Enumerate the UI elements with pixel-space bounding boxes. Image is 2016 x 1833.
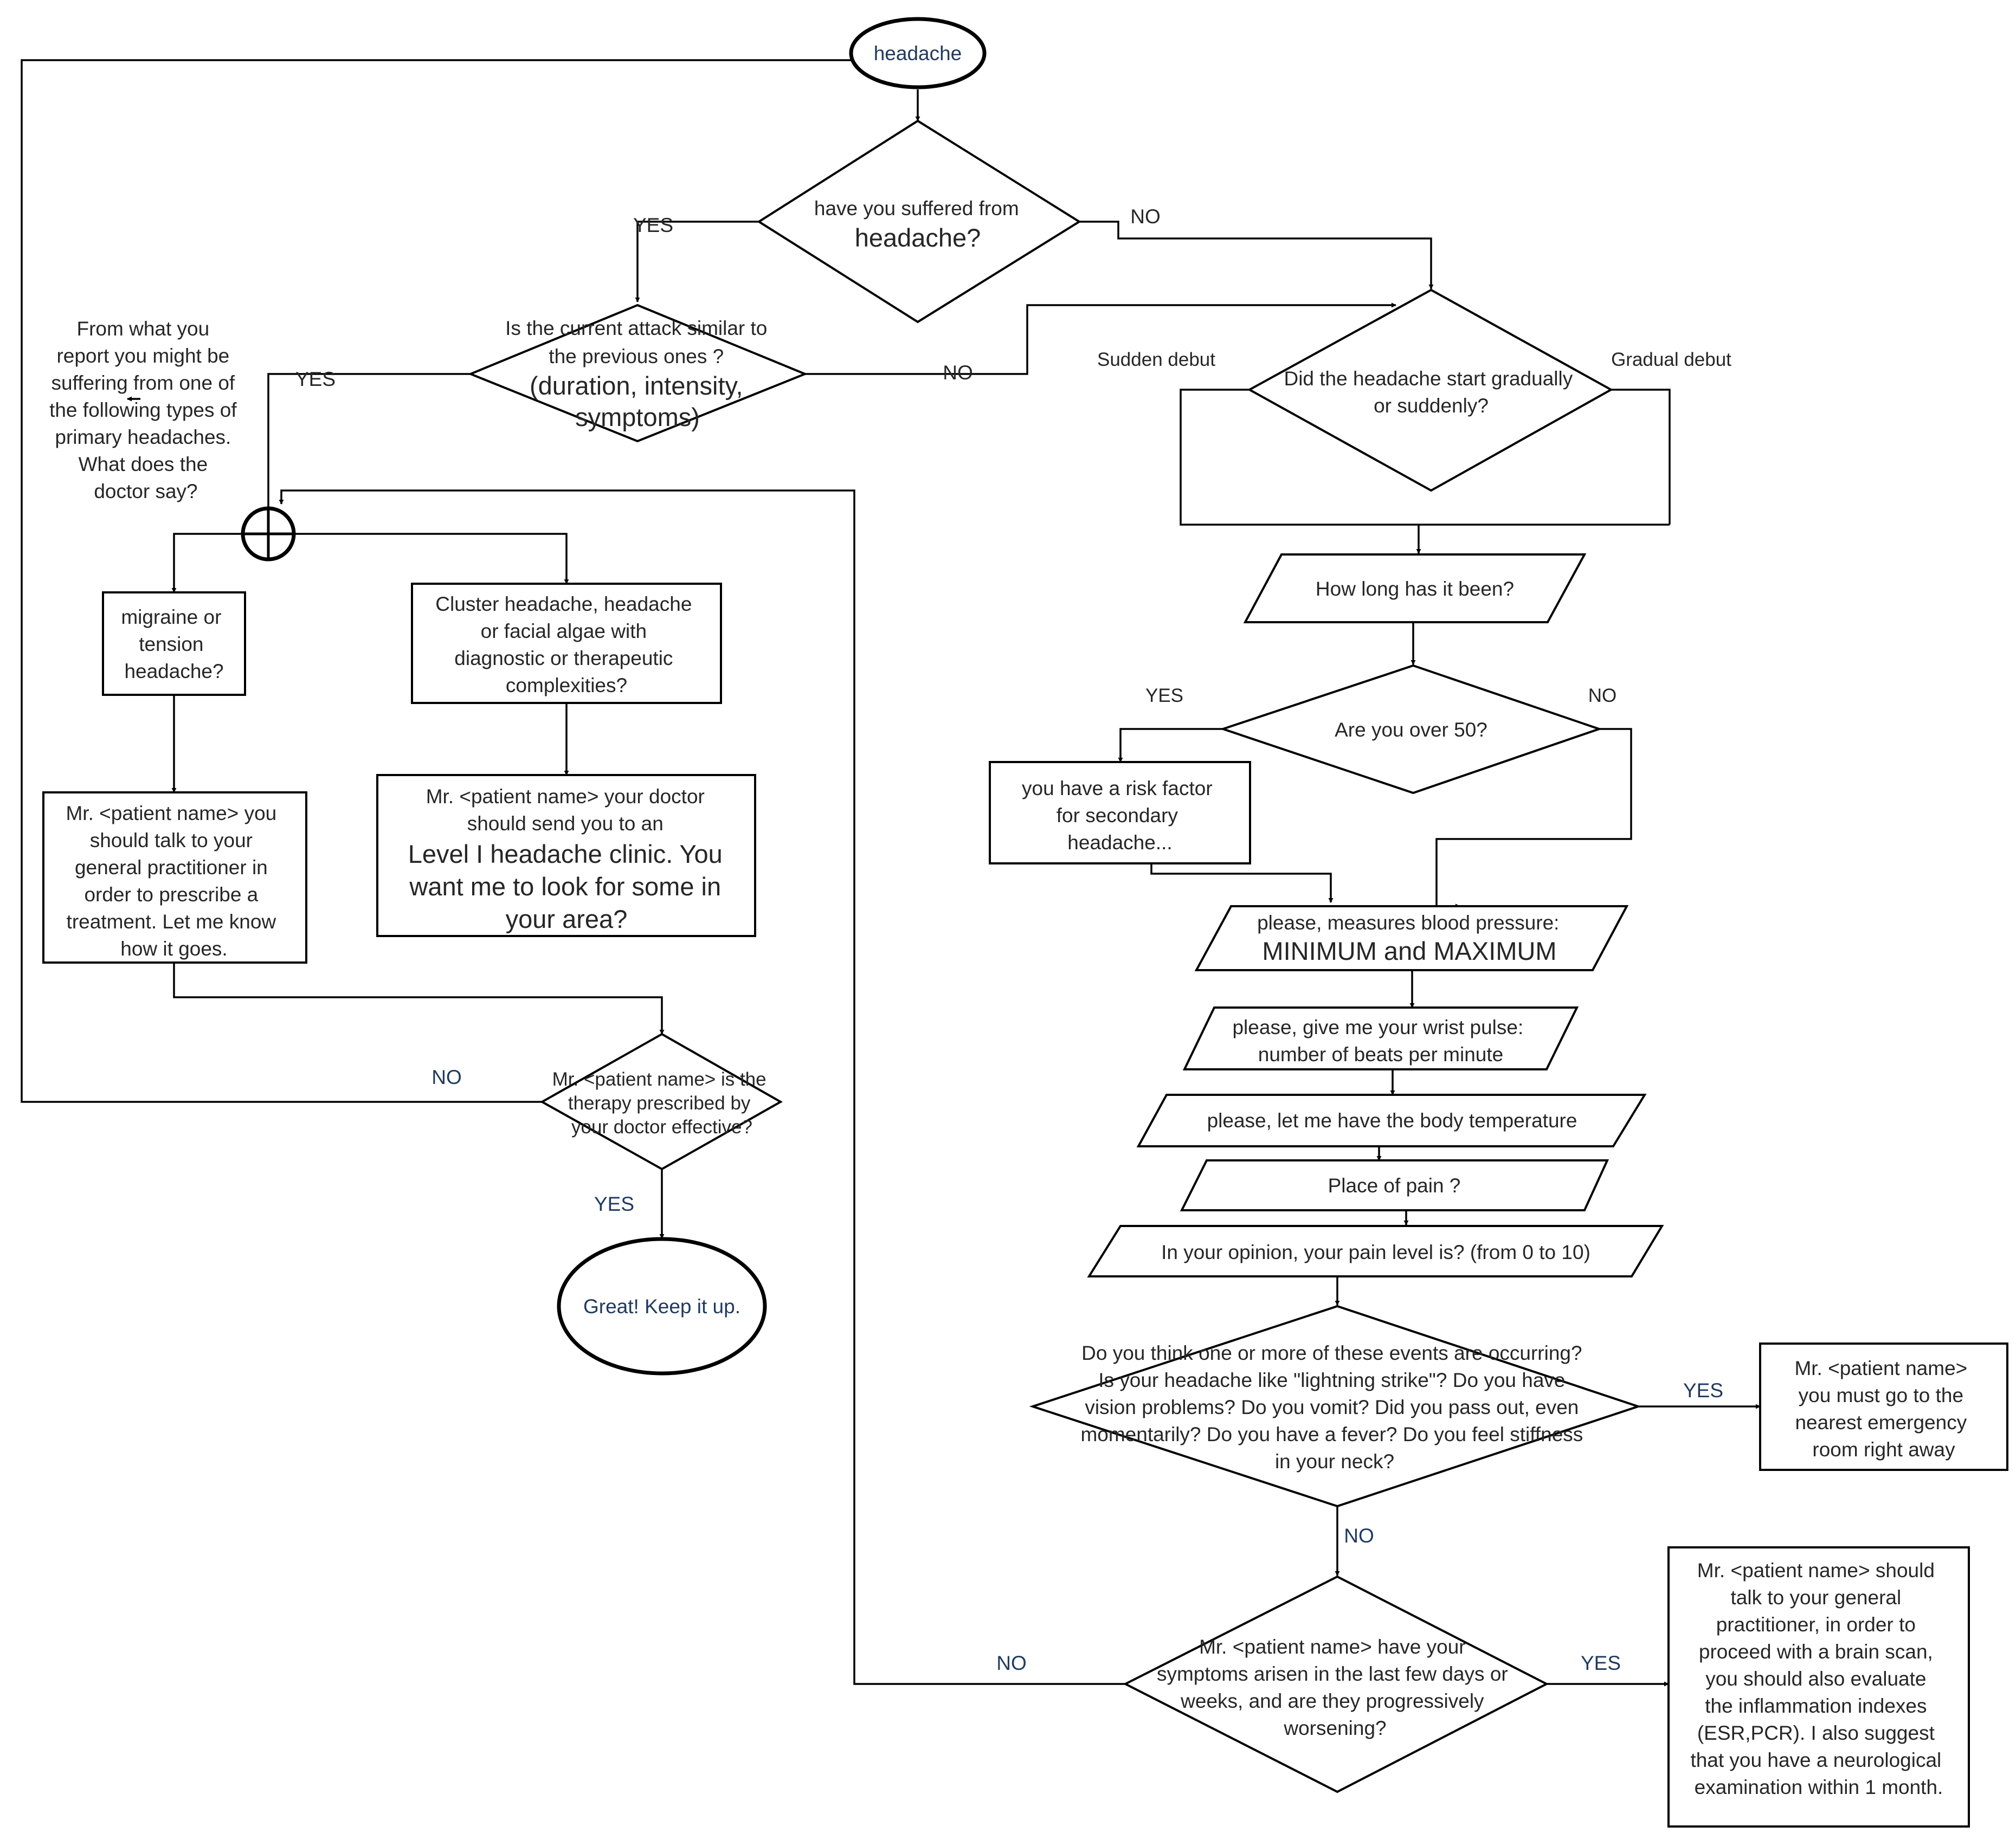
decision-over-50[interactable]: Are you over 50? xyxy=(1219,664,1603,795)
edge-risk-to-bp xyxy=(1150,863,1334,903)
wrist-pulse-text: please, give me your wrist pulse: number… xyxy=(1232,1016,1529,1066)
edge-over50-yes xyxy=(1118,728,1223,763)
label-over50-no: NO xyxy=(1588,685,1617,706)
label-recent-no: NO xyxy=(996,1652,1027,1674)
over-50-text: Are you over 50? xyxy=(1335,719,1487,741)
end-node-great[interactable]: Great! Keep it up. xyxy=(557,1237,767,1376)
label-recent-yes: YES xyxy=(1581,1652,1621,1674)
decision-onset[interactable]: Did the headache start gradually or sudd… xyxy=(1247,288,1614,492)
junction-node[interactable] xyxy=(241,506,296,561)
label-therapy-no: NO xyxy=(431,1066,462,1088)
edge-recent-no-loop xyxy=(279,489,1125,1685)
emergency-text: Mr. <patient name> you must go to the ne… xyxy=(1794,1357,1973,1461)
edge-labels: YES NO YES NO Sudden debut Gradual debut… xyxy=(295,205,1731,1674)
label-therapy-yes: YES xyxy=(594,1193,634,1215)
io-body-temperature[interactable]: please, let me have the body temperature xyxy=(1136,1094,1647,1147)
edge-suffered-no xyxy=(1079,221,1434,289)
events-text: Do you think one or more of these events… xyxy=(1080,1342,1588,1473)
migraine-text: migraine or tension headache? xyxy=(121,606,227,682)
label-events-no: NO xyxy=(1344,1525,1374,1547)
label-gradual-debut: Gradual debut xyxy=(1611,349,1731,370)
decision-therapy-text: Mr. <patient name> is the therapy prescr… xyxy=(552,1069,772,1138)
place-of-pain-text: Place of pain ? xyxy=(1328,1174,1461,1197)
edge-onset-gradual xyxy=(1611,389,1671,525)
label-similar-no: NO xyxy=(943,362,973,384)
process-clinic-advice[interactable]: Mr. <patient name> your doctor should se… xyxy=(376,774,756,937)
temperature-text: please, let me have the body temperature xyxy=(1207,1109,1577,1132)
end-great-label: Great! Keep it up. xyxy=(583,1295,740,1318)
process-gp-advice[interactable]: Mr. <patient name> you should talk to yo… xyxy=(42,791,307,964)
decision-onset-text: Did the headache start gradually or sudd… xyxy=(1284,367,1578,417)
edge-similar-yes xyxy=(266,373,471,514)
edge-junction-to-cluster xyxy=(268,533,569,584)
label-suffered-no: NO xyxy=(1130,205,1161,228)
label-events-yes: YES xyxy=(1683,1379,1723,1402)
label-similar-yes: YES xyxy=(295,368,336,390)
process-emergency[interactable]: Mr. <patient name> you must go to the ne… xyxy=(1759,1343,2008,1471)
label-sudden-debut: Sudden debut xyxy=(1097,349,1215,370)
start-label: headache xyxy=(874,42,962,64)
blood-pressure-text: please, measures blood pressure: MINIMUM… xyxy=(1257,912,1562,965)
decision-therapy-effective[interactable]: Mr. <patient name> is the therapy prescr… xyxy=(539,1032,783,1171)
primary-headache-note: From what you report you might be suffer… xyxy=(49,318,242,502)
process-brain-scan[interactable]: Mr. <patient name> should talk to your g… xyxy=(1667,1546,1970,1828)
decision-similar-attack[interactable]: Is the current attack similar to the pre… xyxy=(467,304,808,443)
edge-onset-sudden xyxy=(1180,389,1670,526)
nodes: headache have you suffered from headache… xyxy=(42,17,2008,1828)
decision-red-flag-events[interactable]: Do you think one or more of these events… xyxy=(1029,1305,1642,1508)
edges xyxy=(21,57,1761,1687)
risk-factor-text: you have a risk factor for secondary hea… xyxy=(1022,777,1218,854)
gp-advice-text: Mr. <patient name> you should talk to yo… xyxy=(66,802,282,960)
process-risk-factor[interactable]: you have a risk factor for secondary hea… xyxy=(989,761,1251,864)
decision-recent-symptoms[interactable]: Mr. <patient name> have your symptoms ar… xyxy=(1123,1575,1549,1793)
decision-suffered-text: have you suffered from headache? xyxy=(814,197,1021,252)
edge-junction-to-migraine xyxy=(171,533,268,593)
io-place-of-pain[interactable]: Place of pain ? xyxy=(1180,1159,1609,1211)
decision-suffered-before[interactable]: have you suffered from headache? xyxy=(757,119,1081,324)
edge-suffered-yes xyxy=(635,221,759,302)
io-blood-pressure[interactable]: please, measures blood pressure: MINIMUM… xyxy=(1194,905,1629,971)
recent-symptoms-text: Mr. <patient name> have your symptoms ar… xyxy=(1157,1636,1513,1739)
start-node-headache[interactable]: headache xyxy=(849,17,987,89)
io-pain-level[interactable]: In your opinion, your pain level is? (fr… xyxy=(1087,1225,1664,1277)
edge-similar-no xyxy=(805,302,1396,375)
how-long-text: How long has it been? xyxy=(1316,578,1514,600)
io-how-long[interactable]: How long has it been? xyxy=(1243,553,1587,623)
label-over50-yes: YES xyxy=(1145,685,1183,706)
clinic-advice-text: Mr. <patient name> your doctor should se… xyxy=(408,785,725,933)
label-suffered-yes: YES xyxy=(633,214,673,236)
process-migraine-tension[interactable]: migraine or tension headache? xyxy=(102,591,246,696)
edge-therapy-no-loop xyxy=(21,57,857,1103)
decision-similar-text: Is the current attack similar to the pre… xyxy=(505,317,770,431)
process-cluster-headache[interactable]: Cluster headache, headache or facial alg… xyxy=(411,583,722,704)
cluster-text: Cluster headache, headache or facial alg… xyxy=(435,593,697,696)
io-wrist-pulse[interactable]: please, give me your wrist pulse: number… xyxy=(1182,1006,1579,1070)
brain-scan-text: Mr. <patient name> should talk to your g… xyxy=(1690,1559,1947,1798)
edge-gp-to-therapy xyxy=(173,963,665,1035)
pain-level-text: In your opinion, your pain level is? (fr… xyxy=(1161,1241,1590,1263)
